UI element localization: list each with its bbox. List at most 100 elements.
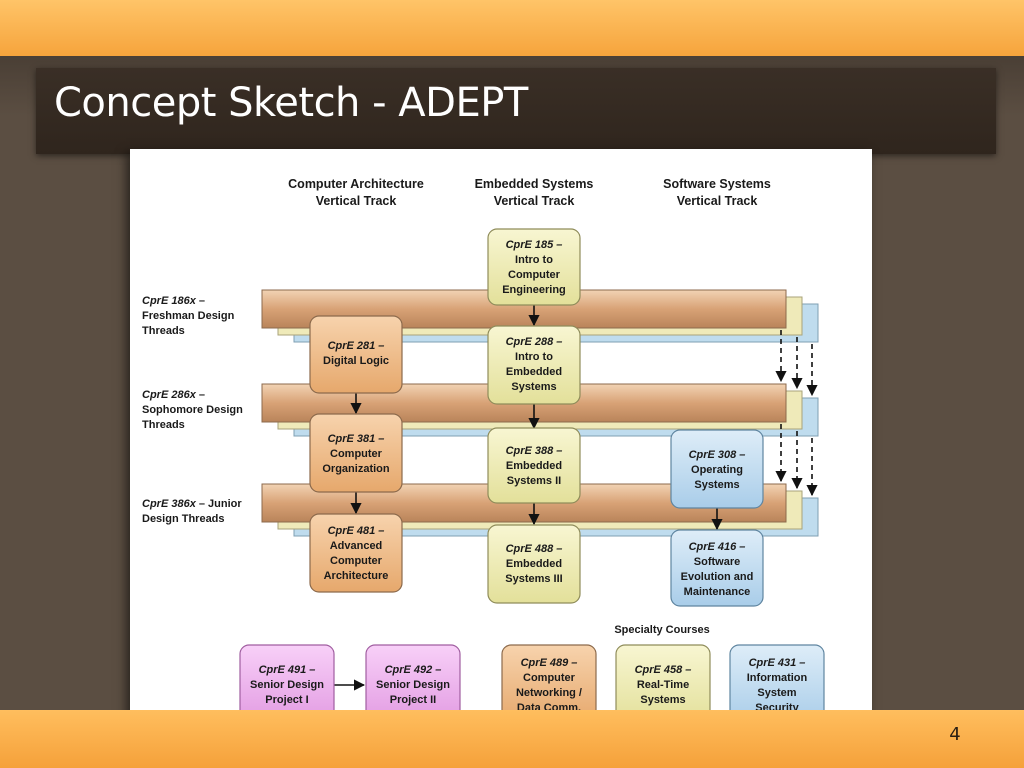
course-title-line: Embedded — [506, 460, 562, 472]
thread-dash: – — [196, 389, 205, 401]
course-title-line: Intro to — [515, 351, 553, 363]
course-code: CprE 481 – — [328, 525, 385, 537]
course-code: CprE 185 – — [506, 239, 563, 251]
course-arrows — [334, 305, 723, 691]
course-title-line: Project II — [390, 694, 436, 706]
course-title-line: Project I — [265, 694, 308, 706]
course-416: CprE 416 – Software Evolution and Mainte… — [670, 529, 764, 607]
course-title-line: Senior Design — [376, 679, 450, 691]
course-title-line: Computer — [523, 672, 576, 684]
course-title-line: Software — [694, 556, 740, 568]
course-title-line: Embedded — [506, 366, 562, 378]
thread-dashed-connectors — [775, 330, 818, 497]
thread-code: CprE 286x — [142, 389, 197, 401]
course-code: CprE 416 – — [689, 541, 746, 553]
thread-labels: CprE 186x – Freshman Design Threads CprE… — [142, 295, 243, 525]
course-title-line: System — [757, 687, 796, 699]
course-code: CprE 489 – — [521, 657, 578, 669]
course-code: CprE 308 – — [689, 449, 746, 461]
course-title-line: Embedded — [506, 558, 562, 570]
thread-dash: – — [196, 295, 205, 307]
course-title-line: Networking / — [516, 687, 582, 699]
course-box — [487, 325, 581, 405]
course-code: CprE 381 – — [328, 433, 385, 445]
course-box — [487, 427, 581, 504]
course-title-line: Systems — [511, 381, 556, 393]
course-title-line: Digital Logic — [323, 355, 389, 367]
header-software-line2: Vertical Track — [677, 194, 758, 208]
thread-code: CprE 386x — [142, 498, 197, 510]
thread-label-line: Threads — [142, 419, 185, 431]
course-458: CprE 458 – Real-Time Systems — [615, 644, 711, 724]
course-288: CprE 288 – Intro to Embedded Systems — [487, 325, 581, 405]
course-box — [309, 413, 403, 493]
course-title-line: Systems III — [505, 573, 562, 585]
header-software-line1: Software Systems — [663, 177, 771, 191]
course-code: CprE 491 – — [259, 664, 316, 676]
course-box — [309, 315, 403, 394]
top-accent-bar — [0, 0, 1024, 56]
thread-label-line: Design Threads — [142, 513, 225, 525]
bottom-accent-bar — [0, 710, 1024, 768]
course-431: CprE 431 – Information System Security — [729, 644, 825, 724]
course-491: CprE 491 – Senior Design Project I — [239, 644, 335, 724]
course-box — [670, 529, 764, 607]
course-title-line: Computer — [330, 448, 383, 460]
course-title-line: Computer — [330, 555, 383, 567]
course-title-line: Computer — [508, 269, 561, 281]
course-title-line: Operating — [691, 464, 743, 476]
thread-label-sophomore: CprE 286x – — [142, 389, 205, 401]
course-code: CprE 388 – — [506, 445, 563, 457]
specialty-courses-label: Specialty Courses — [614, 624, 709, 636]
header-embedded-line2: Vertical Track — [494, 194, 575, 208]
course-box — [309, 513, 403, 593]
header-arch-line2: Vertical Track — [316, 194, 397, 208]
slide-title: Concept Sketch - ADEPT — [54, 80, 528, 126]
thread-label-line: Sophomore Design — [142, 404, 243, 416]
course-code: CprE 492 – — [385, 664, 442, 676]
course-title-line: Advanced — [330, 540, 383, 552]
column-headers: Computer Architecture Vertical Track Emb… — [288, 177, 771, 208]
course-title-line: Maintenance — [684, 586, 751, 598]
course-title-line: Evolution and — [681, 571, 754, 583]
course-488: CprE 488 – Embedded Systems III — [487, 524, 581, 604]
course-381: CprE 381 – Computer Organization — [309, 413, 403, 493]
course-308: CprE 308 – Operating Systems — [670, 429, 764, 509]
course-title-line: Intro to — [515, 254, 553, 266]
course-code: CprE 288 – — [506, 336, 563, 348]
course-box — [487, 524, 581, 604]
course-box — [670, 429, 764, 509]
course-box — [487, 228, 581, 306]
concept-sketch-figure: Computer Architecture Vertical Track Emb… — [130, 149, 872, 737]
thread-label-freshman: CprE 186x – — [142, 295, 205, 307]
course-281: CprE 281 – Digital Logic — [309, 315, 403, 394]
course-489: CprE 489 – Computer Networking / Data Co… — [501, 644, 597, 724]
thread-code: CprE 186x — [142, 295, 197, 307]
course-code: CprE 458 – — [635, 664, 692, 676]
header-arch-line1: Computer Architecture — [288, 177, 424, 191]
thread-dash: – Junior — [196, 498, 243, 510]
course-title-line: Real-Time — [637, 679, 689, 691]
page-number: 4 — [949, 724, 961, 745]
thread-label-line: Freshman Design — [142, 310, 235, 322]
course-title-line: Systems — [694, 479, 739, 491]
course-title-line: Organization — [322, 463, 390, 475]
course-title-line: Systems — [640, 694, 685, 706]
header-embedded-line1: Embedded Systems — [475, 177, 594, 191]
course-title-line: Systems II — [507, 475, 561, 487]
course-title-line: Architecture — [324, 570, 389, 582]
course-title-line: Engineering — [502, 284, 566, 296]
course-code: CprE 488 – — [506, 543, 563, 555]
course-title-line: Information — [747, 672, 808, 684]
course-title-line: Senior Design — [250, 679, 324, 691]
course-481: CprE 481 – Advanced Computer Architectur… — [309, 513, 403, 593]
adept-diagram: Computer Architecture Vertical Track Emb… — [142, 177, 825, 724]
thread-label-line: Threads — [142, 325, 185, 337]
course-388: CprE 388 – Embedded Systems II — [487, 427, 581, 504]
course-185: CprE 185 – Intro to Computer Engineering — [487, 228, 581, 306]
thread-label-junior: CprE 386x – Junior — [142, 498, 242, 510]
course-code: CprE 281 – — [328, 340, 385, 352]
title-band — [36, 68, 996, 154]
course-code: CprE 431 – — [749, 657, 806, 669]
course-492: CprE 492 – Senior Design Project II — [365, 644, 461, 724]
